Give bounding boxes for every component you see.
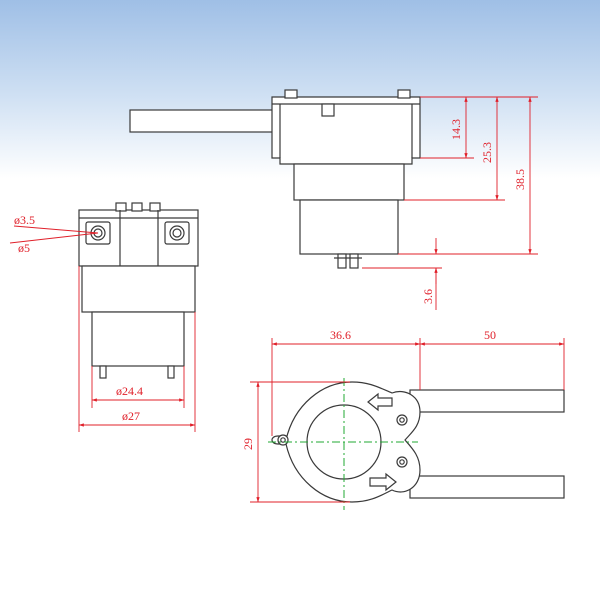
side-view-dimensions [362, 96, 538, 310]
label-height-38-5: 38.5 [513, 169, 527, 190]
tube-upper [409, 389, 565, 413]
pump-head-side [271, 96, 421, 165]
flow-arrow-left [367, 392, 393, 412]
label-height-25-3: 25.3 [480, 142, 494, 163]
screw-head-side-left [284, 89, 298, 99]
motor-body-front [91, 311, 185, 367]
screw-head-side-right [397, 89, 411, 99]
terminal-front-left [99, 365, 107, 379]
terminal-front-right [167, 365, 175, 379]
flow-arrow-right [369, 472, 397, 492]
front-view-dimensions [9, 225, 196, 432]
label-height-29: 29 [241, 438, 255, 450]
motor-collar-side [293, 163, 405, 201]
label-dia-3-5: ø3.5 [14, 213, 35, 227]
tube-lower [409, 475, 565, 499]
plan-view [271, 381, 565, 503]
motor-body-side [299, 199, 399, 255]
front-view [78, 202, 199, 379]
motor-collar-front [81, 265, 196, 313]
label-dia-5: ø5 [18, 241, 30, 255]
plan-view-dimensions [250, 338, 565, 503]
tube-side [129, 109, 281, 133]
label-height-3-6: 3.6 [421, 289, 435, 304]
label-width-36-6: 36.6 [330, 328, 351, 342]
side-view [129, 89, 421, 269]
label-height-14-3: 14.3 [449, 119, 463, 140]
clip-side [321, 103, 335, 117]
terminal-side-right [349, 253, 359, 269]
terminal-side-left [337, 253, 347, 269]
label-dia-27: ø27 [122, 409, 140, 423]
label-dia-24-4: ø24.4 [116, 384, 143, 398]
plan-centerlines [268, 378, 418, 510]
label-width-50: 50 [484, 328, 496, 342]
